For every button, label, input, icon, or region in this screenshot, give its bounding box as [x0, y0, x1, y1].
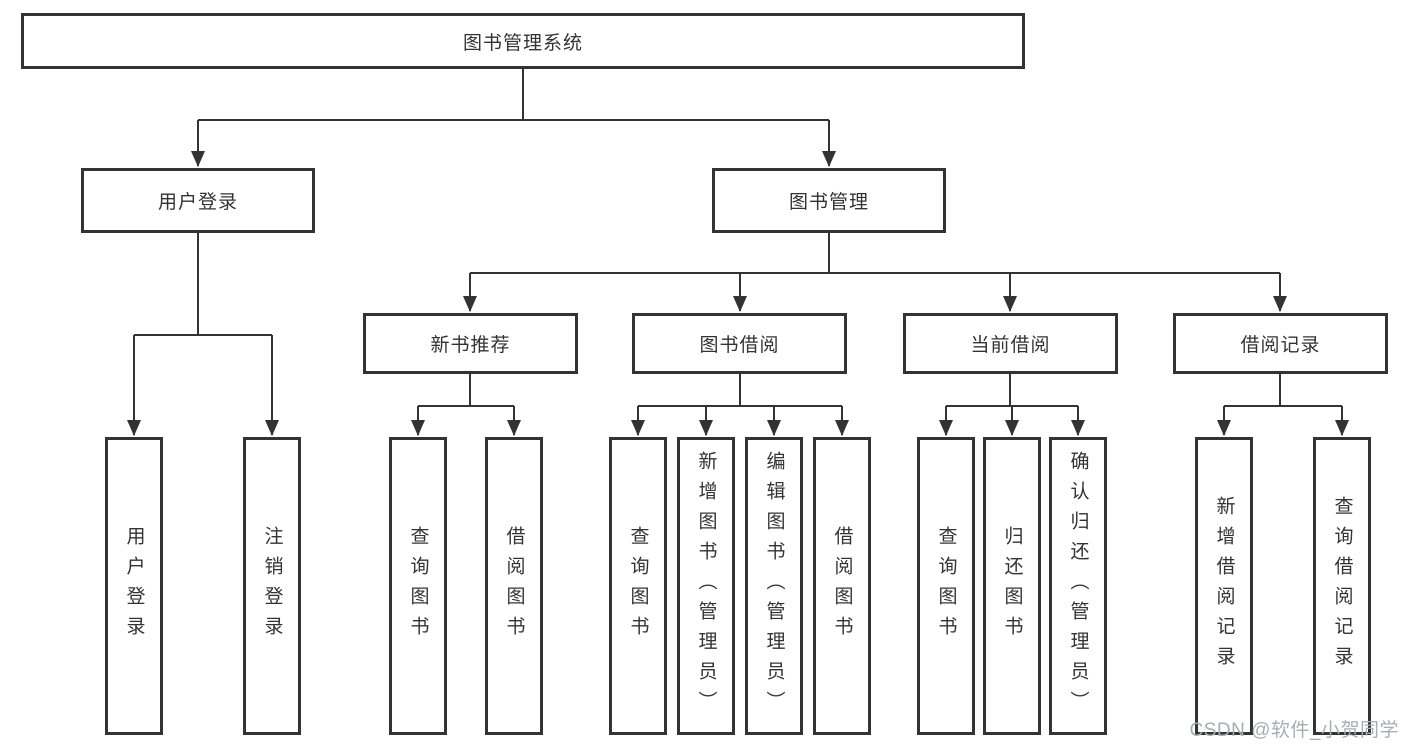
connector-book-mgmt-children	[463, 233, 1287, 312]
leaf-borrow-books: 借阅图书	[485, 437, 543, 735]
leaf-add-books-admin: 新增图书（管理员）	[677, 437, 735, 735]
connector-new-book-children	[411, 374, 521, 436]
leaf-label: 查询图书	[935, 526, 957, 646]
leaf-label: 借阅图书	[831, 526, 853, 646]
connector-records-children	[1217, 374, 1349, 436]
leaf-label: 用户登录	[123, 526, 145, 646]
leaf-query-books: 查询图书	[389, 437, 447, 735]
leaf-edit-books-admin: 编辑图书（管理员）	[745, 437, 803, 735]
node-borrowing-records: 借阅记录	[1173, 313, 1388, 374]
node-label: 图书管理	[788, 192, 869, 213]
node-new-book-recommendation: 新书推荐	[363, 313, 578, 374]
leaf-label: 新增图书（管理员）	[695, 451, 717, 721]
connector-user-login-children	[127, 233, 279, 436]
connector-current-borrow-children	[939, 374, 1085, 436]
leaf-label: 查询图书	[407, 526, 429, 646]
leaf-confirm-return-admin: 确认归还（管理员）	[1049, 437, 1107, 735]
node-label: 当前借阅	[970, 335, 1051, 356]
leaf-borrow-books: 借阅图书	[813, 437, 871, 735]
leaf-logout: 注销登录	[243, 437, 301, 735]
leaf-add-borrow-record: 新增借阅记录	[1195, 437, 1253, 735]
connector-book-borrow-children	[631, 374, 849, 436]
leaf-query-books: 查询图书	[917, 437, 975, 735]
node-label: 用户登录	[157, 192, 238, 213]
node-library-management-system: 图书管理系统	[21, 13, 1025, 69]
connector-root-to-level2	[191, 69, 836, 167]
leaf-label: 注销登录	[261, 526, 283, 646]
node-current-borrowing: 当前借阅	[903, 313, 1118, 374]
leaf-label: 查询借阅记录	[1331, 496, 1353, 676]
leaf-label: 归还图书	[1001, 526, 1023, 646]
node-label: 借阅记录	[1240, 335, 1321, 356]
leaf-label: 查询图书	[627, 526, 649, 646]
leaf-query-books: 查询图书	[609, 437, 667, 735]
csdn-watermark: CSDN @软件_小贺同学	[1189, 720, 1399, 741]
leaf-return-books: 归还图书	[983, 437, 1041, 735]
leaf-user-login: 用户登录	[105, 437, 163, 735]
leaf-label: 新增借阅记录	[1213, 496, 1235, 676]
leaf-query-borrow-record: 查询借阅记录	[1313, 437, 1371, 735]
node-user-login: 用户登录	[81, 168, 315, 233]
leaf-label: 编辑图书（管理员）	[763, 451, 785, 721]
node-label: 新书推荐	[430, 335, 511, 356]
leaf-label: 借阅图书	[503, 526, 525, 646]
node-label: 图书借阅	[699, 335, 780, 356]
node-book-borrowing: 图书借阅	[632, 313, 847, 374]
node-label: 图书管理系统	[462, 32, 583, 54]
leaf-label: 确认归还（管理员）	[1067, 451, 1089, 721]
node-book-management: 图书管理	[712, 168, 946, 233]
